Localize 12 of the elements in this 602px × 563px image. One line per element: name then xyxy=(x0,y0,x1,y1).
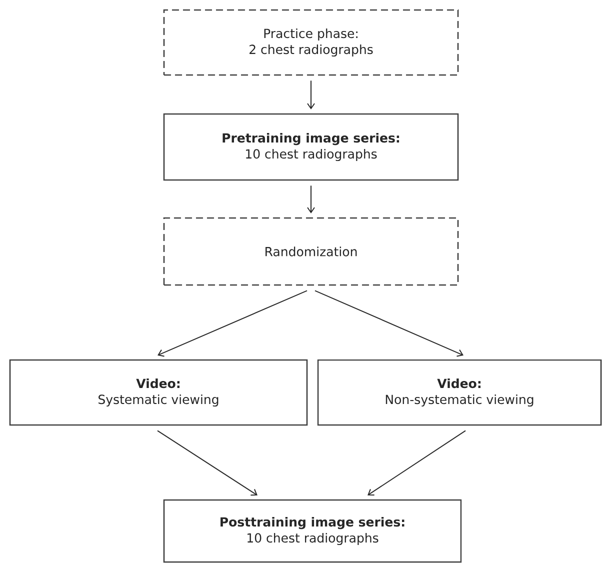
arrow xyxy=(157,430,258,496)
arrow xyxy=(158,290,308,357)
process-box: Posttraining image series: 10 chest radiographs xyxy=(163,499,462,563)
arrow xyxy=(314,290,464,357)
process-box: Video: Systematic viewing xyxy=(9,359,308,426)
process-box: Video: Non-systematic viewing xyxy=(317,359,602,426)
dashed-box: Randomization xyxy=(163,217,459,286)
arrow xyxy=(307,185,315,214)
arrow xyxy=(307,80,315,110)
process-box: Pretraining image series: 10 chest radiographs xyxy=(163,113,459,181)
dashed-box: Practice phase: 2 chest radiographs xyxy=(163,9,459,76)
arrow xyxy=(368,430,466,496)
